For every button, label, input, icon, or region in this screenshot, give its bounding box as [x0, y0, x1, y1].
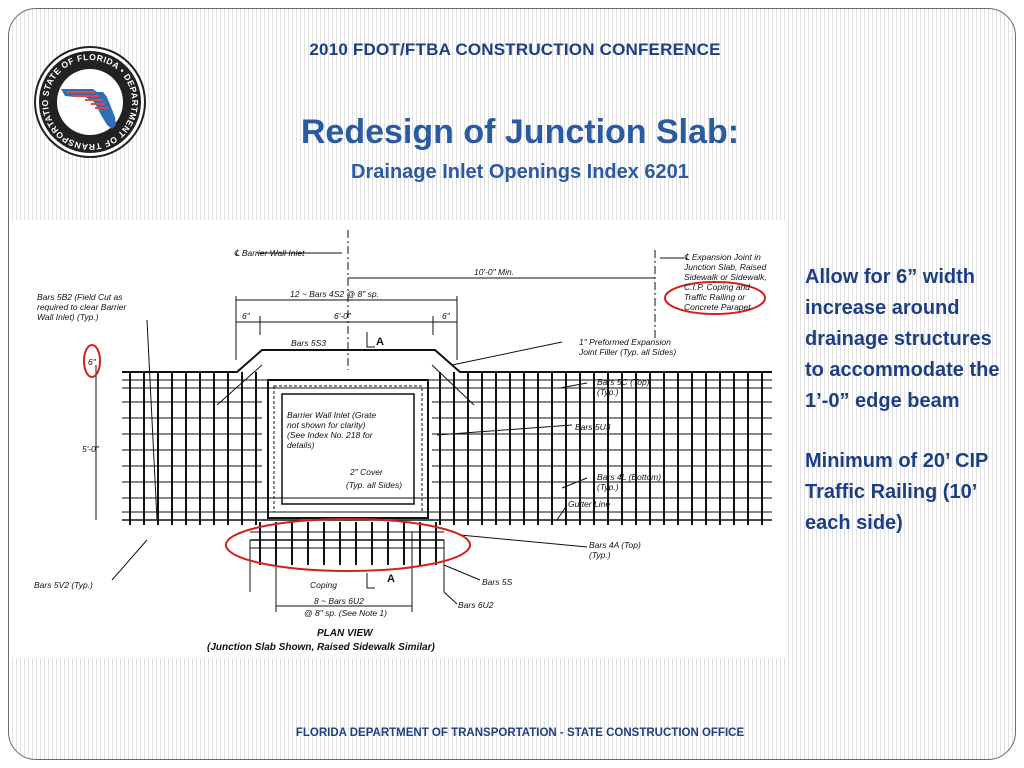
- note-edge-beam: Allow for 6” width increase around drain…: [805, 266, 1000, 412]
- slide-title: Redesign of Junction Slab:: [300, 113, 740, 151]
- label-barrier-wall-inlet: ℄ Barrier Wall Inlet: [234, 248, 305, 258]
- label-preformed-1: 1" Preformed Expansion: [579, 337, 671, 347]
- label-coping: Coping: [310, 580, 337, 590]
- slide-footer: FLORIDA DEPARTMENT OF TRANSPORTATION - S…: [295, 727, 745, 739]
- slide-subtitle: Drainage Inlet Openings Index 6201: [351, 161, 689, 183]
- label-cover-1: 2" Cover: [349, 467, 384, 477]
- label-bars-5c-2: (Typ.): [597, 387, 619, 397]
- label-expansion-joint-3: Sidewalk or Sidewalk,: [684, 272, 767, 282]
- vertical-rebars: [129, 372, 763, 525]
- railing-highlight-ellipse: [664, 281, 766, 315]
- conference-title: 2010 FDOT/FTBA CONSTRUCTION CONFERENCE: [309, 40, 721, 59]
- label-section-a-bottom: A: [387, 573, 395, 585]
- note-traffic-railing: Minimum of 20’ CIP Traffic Railing (10’ …: [805, 450, 988, 534]
- label-bars-6u2-1: 8 ~ Bars 6U2: [314, 596, 364, 606]
- label-expansion-joint-4: C.I.P. Coping and: [684, 282, 750, 292]
- label-inlet-note-4: details): [287, 440, 315, 450]
- coping-rebars: [250, 522, 444, 565]
- label-bars-4l-1: Bars 4L (Bottom): [597, 472, 661, 482]
- label-min-10: 10'-0" Min.: [474, 267, 514, 277]
- label-inlet-note-1: Barrier Wall Inlet (Grate: [287, 410, 376, 420]
- label-bars-6u2-leader: Bars 6U2: [458, 600, 494, 610]
- label-bars-5b2-1: Bars 5B2 (Field Cut as: [37, 292, 123, 302]
- label-expansion-joint-5: Traffic Railing or: [684, 292, 746, 302]
- label-bars-6u2-2: @ 8" sp. (See Note 1): [304, 608, 387, 618]
- label-bars-4a-1: Bars 4A (Top): [589, 540, 641, 550]
- label-section-a-top: A: [376, 336, 384, 348]
- label-expansion-joint-2: Junction Slab, Raised: [683, 262, 766, 272]
- label-preformed-2: Joint Filler (Typ. all Sides): [578, 347, 676, 357]
- label-dim-6-right: 6": [442, 311, 451, 321]
- label-plan-view: PLAN VIEW: [317, 628, 374, 639]
- label-cover-2: (Typ. all Sides): [346, 480, 402, 490]
- label-dim-5-0: 5'-0": [82, 444, 100, 454]
- coping-highlight-ellipse: [225, 518, 471, 572]
- label-bars-5b2-2: required to clear Barrier: [37, 302, 127, 312]
- label-inlet-note-3: (See Index No. 218 for: [287, 430, 374, 440]
- label-expansion-joint-1: ℄ Expansion Joint in: [684, 252, 761, 262]
- label-bars-5c-1: Bars 5C (Top): [597, 377, 650, 387]
- label-plan-view-note: (Junction Slab Shown, Raised Sidewalk Si…: [207, 642, 435, 653]
- label-bars-5s3: Bars 5S3: [291, 338, 326, 348]
- plan-view-drawing: ℄ Barrier Wall Inlet ℄ Expansion Joint i…: [12, 220, 785, 658]
- label-dim-6-0: 6'-0": [334, 311, 352, 321]
- label-bars-5v2: Bars 5V2 (Typ.): [34, 580, 93, 590]
- label-dim-6-vertical: 6": [88, 357, 97, 367]
- label-inlet-note-2: not shown for clarity): [287, 420, 366, 430]
- label-bars-5s: Bars 5S: [482, 577, 513, 587]
- six-inch-highlight-ellipse: [83, 344, 101, 378]
- label-bars-4a-2: (Typ.): [589, 550, 611, 560]
- label-bars-5u3: Bars 5U3: [575, 422, 611, 432]
- label-gutter-line: Gutter Line: [568, 499, 610, 509]
- notes-panel: Allow for 6” width increase around drain…: [805, 262, 1010, 568]
- label-bars-4s2: 12 ~ Bars 4S2 @ 8" sp.: [290, 289, 379, 299]
- label-bars-5b2-3: Wall Inlet) (Typ.): [37, 312, 99, 322]
- label-expansion-joint-6: Concrete Parapet: [684, 302, 751, 312]
- label-bars-4l-2: (Typ.): [597, 482, 619, 492]
- label-dim-6-left: 6": [242, 311, 251, 321]
- fdot-seal-icon: STATE OF FLORIDA • DEPARTMENT OF TRANSPO…: [33, 45, 146, 158]
